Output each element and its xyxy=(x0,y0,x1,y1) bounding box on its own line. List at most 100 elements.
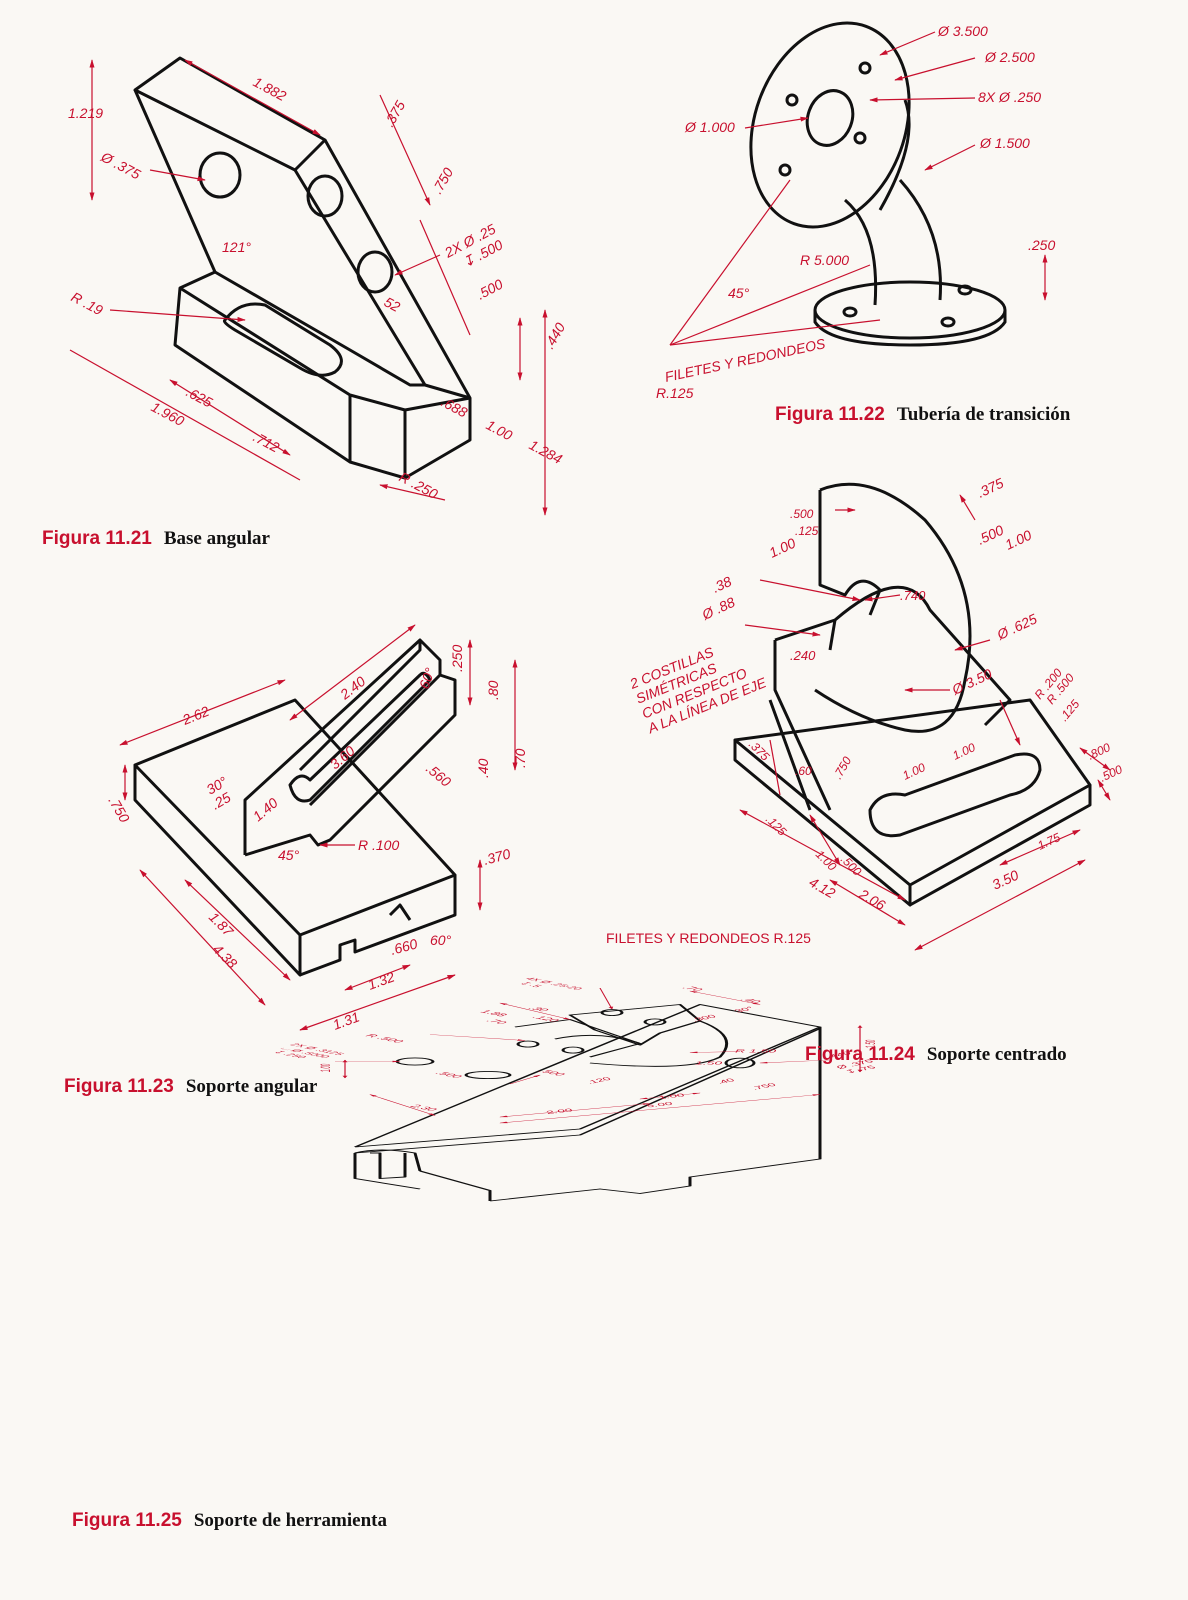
figure-11-24-drawing: .500 .125 .375 1.00 .500 1.00 .38 Ø .88 … xyxy=(627,475,1125,951)
base-angular-dimension-lines xyxy=(69,59,548,516)
dim-text: .125 xyxy=(1057,697,1083,724)
figure-title: Base angular xyxy=(163,528,270,549)
dim-text: 4.12 xyxy=(807,874,839,902)
figure-title: Tubería de transición xyxy=(896,404,1071,425)
dim-text: .660 xyxy=(389,935,420,958)
dim-text: 1.40 xyxy=(250,794,281,824)
dim-text: .500 xyxy=(975,522,1007,548)
dim-text: 45° xyxy=(728,285,750,301)
dim-text: R .250 xyxy=(397,469,441,503)
dim-text: Ø .88 xyxy=(699,594,738,623)
dim-text: 1.00 xyxy=(1003,527,1035,553)
figure-caption-11-25: Figura 11.25 Soporte de herramienta xyxy=(72,1510,387,1532)
dim-text: 1.31 xyxy=(331,1008,362,1032)
dim-text: 1.00 xyxy=(950,740,977,763)
dim-text: 52 xyxy=(382,294,403,316)
dim-text: .560 xyxy=(423,760,454,790)
soporte-herramienta-dimension-texts: 4X Ø .25-20 ↧ .5 .70 .40 1.88 .30 .120 .… xyxy=(270,976,879,1115)
dim-text: 1.960 xyxy=(149,399,188,430)
dim-text: 1.87 xyxy=(206,909,237,940)
dim-text: 4.38 xyxy=(210,941,241,972)
figure-number: Figura 11.24 xyxy=(805,1044,915,1065)
figure-number: Figura 11.22 xyxy=(775,404,885,425)
base-angular-outline xyxy=(133,56,472,480)
dim-text: 60° xyxy=(430,932,452,948)
dim-text: .250 xyxy=(449,645,465,672)
figure-11-22-drawing: Ø 3.500 Ø 2.500 8X Ø .250 Ø 1.000 Ø 1.50… xyxy=(656,21,1055,401)
dim-text: 2.30 xyxy=(407,1104,439,1113)
dim-text: .375 xyxy=(975,475,1007,501)
dim-text: R 5.000 xyxy=(800,252,849,268)
dim-text: .712 xyxy=(251,429,283,456)
dim-text: 45° xyxy=(278,847,300,863)
dim-text: 30° xyxy=(732,1006,758,1013)
figure-11-21-drawing: 1.219 1.882 .375 Ø .375 .750 2X Ø .25 ↧ … xyxy=(68,56,568,516)
soporte-herramienta-dimension-lines xyxy=(335,987,863,1124)
dim-text: .750 xyxy=(830,754,854,782)
dim-text: 1.00 xyxy=(484,417,516,444)
dim-text: 1.00 xyxy=(767,535,799,561)
dim-text: .750 xyxy=(105,794,133,826)
soporte-angular-dimension-lines xyxy=(119,624,518,1031)
dim-text: .30 xyxy=(526,1006,551,1013)
dim-text: R .500 xyxy=(363,1033,406,1044)
dim-text: .80 xyxy=(485,680,501,700)
dim-text: 2.62 xyxy=(179,703,211,728)
dim-text: .40 xyxy=(475,758,491,778)
figure-number: Figura 11.21 xyxy=(42,528,152,549)
dim-text: 1.219 xyxy=(68,105,103,121)
tuberia-dimension-lines xyxy=(669,31,1048,346)
dim-text: 5.00 xyxy=(644,1102,675,1109)
dim-text: 1.00 xyxy=(656,1093,687,1100)
dim-text: 2.06 xyxy=(856,885,889,913)
dim-text: .500 xyxy=(433,1071,464,1079)
figure-11-23-drawing: 2.62 2.40 60° .250 .80 30° .25 1.40 3.60… xyxy=(105,624,528,1033)
dim-text: .370 xyxy=(482,845,513,868)
figure-11-25-drawing: 4X Ø .25-20 ↧ .5 .70 .40 1.88 .30 .120 .… xyxy=(270,976,879,1202)
dim-text: .500 xyxy=(790,507,814,521)
figure-caption-11-22: Figura 11.22 Tubería de transición xyxy=(775,404,1070,426)
dim-text: R 1.50 xyxy=(735,1049,777,1053)
figure-title: Soporte de herramienta xyxy=(193,1510,387,1531)
dim-text: .70 xyxy=(680,985,705,992)
dim-text: .70 xyxy=(512,748,528,768)
dim-text: .120 xyxy=(530,1015,561,1023)
figure-caption-11-24: Figura 11.24 Soporte centrado xyxy=(805,1044,1067,1066)
dim-text: .750 xyxy=(749,1083,780,1091)
dim-text: .40 xyxy=(714,1078,739,1085)
soporte-centrado-dimension-lines xyxy=(739,494,1111,951)
dim-text: ↧ .5 xyxy=(516,981,543,988)
dim-text: .40 xyxy=(738,997,763,1004)
figure-number: Figura 11.25 xyxy=(72,1510,182,1531)
dim-text: 3.50 xyxy=(990,867,1022,893)
dim-text: .625 xyxy=(184,384,216,411)
figure-title: Soporte centrado xyxy=(926,1044,1067,1065)
dim-text: .120 xyxy=(584,1077,615,1085)
dim-text: .125 xyxy=(795,524,819,538)
dim-text: .300 xyxy=(689,1014,720,1022)
dim-text: .375 xyxy=(381,98,409,130)
soporte-centrado-dimension-texts: .500 .125 .375 1.00 .500 1.00 .38 Ø .88 … xyxy=(699,475,1125,914)
dim-text: .500 xyxy=(1097,762,1124,785)
dim-text: 1.00 xyxy=(900,760,927,783)
dim-text: .500 xyxy=(474,276,506,303)
dim-text: R .19 xyxy=(69,289,106,319)
dim-text: 1.00 xyxy=(319,1064,334,1072)
dim-text: 2.00 xyxy=(543,1108,575,1115)
dim-text: ↧ .250 xyxy=(270,1050,308,1060)
figure-number: Figura 11.23 xyxy=(64,1076,174,1097)
dim-text: 1.50 xyxy=(695,1061,723,1065)
dim-text: 1.32 xyxy=(366,968,397,992)
dim-text: Ø 1.500 xyxy=(979,135,1030,151)
soporte-angular-dimension-texts: 2.62 2.40 60° .250 .80 30° .25 1.40 3.60… xyxy=(105,645,528,1033)
dim-text: 8X Ø .250 xyxy=(978,89,1041,105)
soporte-herramienta-outline xyxy=(353,1004,822,1202)
dim-text: 1.00 xyxy=(813,847,840,874)
dim-text: 1.88 xyxy=(478,1009,509,1017)
dim-text: 1.50 xyxy=(864,1040,879,1048)
dim-text: .440 xyxy=(824,1051,855,1059)
dim-text: 2.40 xyxy=(336,673,368,703)
dim-text: 121° xyxy=(222,239,251,255)
